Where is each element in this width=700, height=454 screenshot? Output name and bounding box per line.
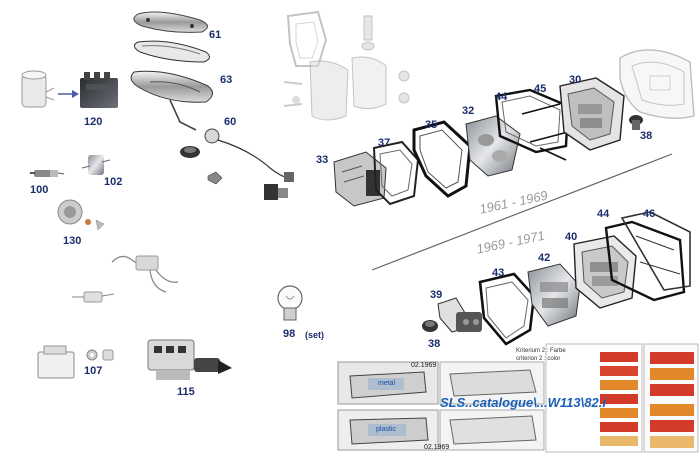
era-separator xyxy=(371,153,673,271)
connector-box xyxy=(264,184,288,200)
relay-canister xyxy=(21,70,55,108)
gasket-37 xyxy=(372,140,420,206)
lens-40 xyxy=(573,235,637,309)
material-metal: metal xyxy=(378,380,396,387)
catalogue-date-bottom: 02.1969 xyxy=(424,444,450,451)
part-label-38-top: 38 xyxy=(640,130,653,142)
connector-small xyxy=(72,291,115,303)
socket-39 xyxy=(437,297,482,333)
faded-car-tail xyxy=(619,49,695,119)
lens-30 xyxy=(559,77,625,151)
switch-130 xyxy=(57,199,105,231)
bracket-60 xyxy=(169,99,294,182)
frame-35 xyxy=(412,120,472,198)
part-label-130: 130 xyxy=(63,235,82,247)
part-label-37: 37 xyxy=(378,137,391,149)
part-label-102: 102 xyxy=(104,176,123,188)
relay-120 xyxy=(80,72,118,108)
frame-46 xyxy=(620,211,691,291)
material-plastic: plastic xyxy=(376,426,396,433)
part-label-33: 33 xyxy=(316,154,329,166)
bulb-100 xyxy=(30,170,65,177)
screws-45 xyxy=(521,103,569,161)
part-label-39: 39 xyxy=(430,289,443,301)
socket-102 xyxy=(81,155,111,175)
faded-gasket-top xyxy=(286,10,328,67)
catalogue-date-top: 02.1969 xyxy=(411,362,437,369)
arrow-120 xyxy=(58,90,79,98)
part-label-107: 107 xyxy=(84,365,103,377)
part-label-45: 45 xyxy=(534,83,547,95)
faded-screw-top xyxy=(361,15,375,51)
gasket-43 xyxy=(478,272,536,346)
part-label-42: 42 xyxy=(538,252,551,264)
grommet-38-top xyxy=(629,115,643,130)
part-label-61: 61 xyxy=(209,29,222,41)
faded-lamp-housing xyxy=(283,56,410,121)
catalogue-panel xyxy=(337,343,699,453)
lamp-housing-63 xyxy=(130,70,213,103)
reflector-42 xyxy=(527,263,581,327)
part-label-44-bottom: 44 xyxy=(597,208,610,220)
lens-63-top xyxy=(134,40,210,63)
part-label-38-bottom: 38 xyxy=(428,338,441,350)
part-label-100: 100 xyxy=(30,184,49,196)
plate-lamp-61 xyxy=(133,11,208,33)
part-label-60: 60 xyxy=(224,116,237,128)
tail-lens-swatches xyxy=(600,352,694,448)
reflector-32 xyxy=(465,115,521,177)
set-note: (set) xyxy=(305,330,325,340)
part-label-40: 40 xyxy=(565,231,578,243)
part-label-35: 35 xyxy=(425,119,438,131)
grommet-38-bottom xyxy=(422,320,438,332)
wire-harness xyxy=(111,255,179,293)
part-label-46: 46 xyxy=(643,208,656,220)
bulb-98 xyxy=(277,285,303,321)
part-label-120: 120 xyxy=(84,116,103,128)
part-label-43: 43 xyxy=(492,267,505,279)
criterion-line-1: Kriterium 2 : Farbe xyxy=(516,348,566,354)
part-label-32: 32 xyxy=(462,105,475,117)
chrome-frame-44 xyxy=(494,88,570,154)
ignition-switch-115 xyxy=(147,339,232,380)
part-label-115: 115 xyxy=(177,386,195,398)
socket-33 xyxy=(333,151,387,207)
clip-small xyxy=(207,171,223,185)
part-label-30: 30 xyxy=(569,74,582,86)
criterion-line-2: criterion 2 : color xyxy=(516,356,561,362)
catalogue-overlay-text: SLS..catalogue\...W113\82.i xyxy=(440,395,606,410)
part-label-98: 98 xyxy=(283,328,296,340)
flasher-107 xyxy=(37,345,114,379)
chrome-frame-44b xyxy=(604,220,686,302)
part-label-44-top: 44 xyxy=(495,91,508,103)
part-label-63: 63 xyxy=(220,74,233,86)
grommet-top xyxy=(180,146,200,158)
